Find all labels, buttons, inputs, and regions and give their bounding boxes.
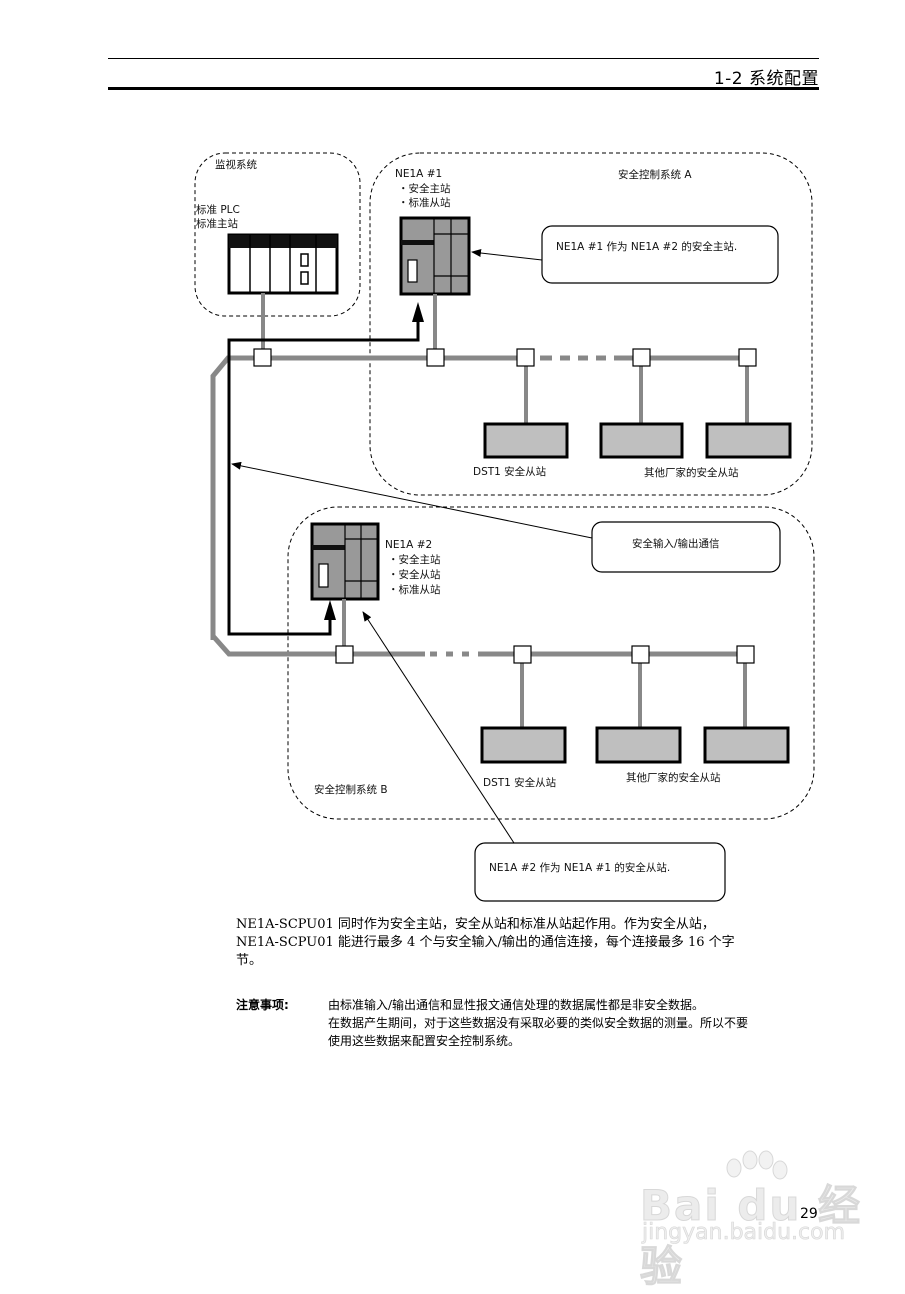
other-vendor-label-a: 其他厂家的安全从站 [644, 466, 739, 479]
header-rule-bottom [108, 87, 819, 90]
ne1a-2-role: ・安全从站 [388, 568, 441, 581]
safety-io-path [227, 320, 420, 636]
body-line: 节。 [236, 953, 263, 968]
callout-master-box [541, 225, 779, 284]
ne1a-2-role: ・标准从站 [388, 583, 441, 596]
safety-system-a-region [369, 152, 813, 496]
plc-label-1: 标准 PLC [196, 204, 240, 216]
standard-plc-device [227, 233, 339, 295]
callout-slave-text: NE1A #2 作为 NE1A #1 的安全从站. [489, 861, 670, 874]
ne1a-2-name: NE1A #2 [385, 539, 432, 551]
body-paragraph: NE1A-SCPU01 同时作为安全主站，安全从站和标准从站起作用。作为安全从站… [236, 916, 816, 970]
dst1-label-a: DST1 安全从站 [473, 465, 547, 478]
system-a-title: 安全控制系统 A [618, 168, 692, 181]
other-vendor-label-b: 其他厂家的安全从站 [626, 771, 721, 784]
note-line: 使用这些数据来配置安全控制系统。 [328, 1034, 521, 1048]
watermark-brand: Bai du 经验 [640, 1181, 862, 1292]
slave-devices-b [480, 726, 790, 764]
ne1a-1-role: ・安全主站 [398, 182, 451, 195]
callout-slave-box [474, 842, 726, 902]
note-label: 注意事项: [236, 998, 289, 1012]
ne1a-1-name: NE1A #1 [395, 168, 442, 180]
note-line: 在数据产生期间，对于这些数据没有采取必要的类似安全数据的测量。所以不要 [328, 1016, 749, 1030]
watermark-url: jingyan.baidu.com [642, 1220, 846, 1246]
header-rule-top [108, 58, 819, 59]
ne1a-2-device [310, 522, 380, 601]
arrow-head-to-ne1a-1 [412, 302, 424, 322]
plc-label-2: 标准主站 [196, 217, 238, 230]
ne1a-1-role: ・标准从站 [398, 196, 451, 209]
note-text: 由标准输入/输出通信和显性报文通信处理的数据属性都是非安全数据。 在数据产生期间… [328, 996, 818, 1050]
ne1a-2-role: ・安全主站 [388, 553, 441, 566]
slave-devices-a [483, 422, 792, 459]
body-line: NE1A-SCPU01 同时作为安全主站，安全从站和标准从站起作用。作为安全从站… [236, 917, 715, 932]
safety-system-b-region [287, 506, 815, 820]
bus-nodes-a [253, 348, 757, 367]
callout-io-comm-text: 安全输入/输出通信 [632, 537, 720, 550]
monitoring-system-title: 监视系统 [215, 158, 257, 171]
ne1a-1-device [399, 216, 471, 296]
callout-master-text: NE1A #1 作为 NE1A #2 的安全主站. [556, 240, 737, 253]
bus-nodes-b [335, 645, 755, 664]
paw-icon [726, 1150, 788, 1180]
pointer-master [471, 249, 543, 261]
monitoring-system-region [194, 152, 361, 317]
dst1-label-b: DST1 安全从站 [483, 776, 557, 789]
pointer-io-comm [231, 461, 593, 539]
note-line: 由标准输入/输出通信和显性报文通信处理的数据属性都是非安全数据。 [328, 998, 705, 1012]
baidu-watermark: Bai du 经验 jingyan.baidu.com [640, 1150, 870, 1292]
network-bus-b [211, 599, 750, 728]
system-b-title: 安全控制系统 B [314, 783, 388, 796]
pointer-slave [362, 611, 515, 844]
section-title: 1-2 系统配置 [713, 69, 819, 89]
callout-io-comm-box [591, 521, 781, 573]
page-number: 29 [800, 1206, 818, 1222]
arrow-head-to-ne1a-2 [324, 600, 336, 620]
body-line: NE1A-SCPU01 能进行最多 4 个与安全输入/输出的通信连接，每个连接最… [236, 935, 735, 950]
